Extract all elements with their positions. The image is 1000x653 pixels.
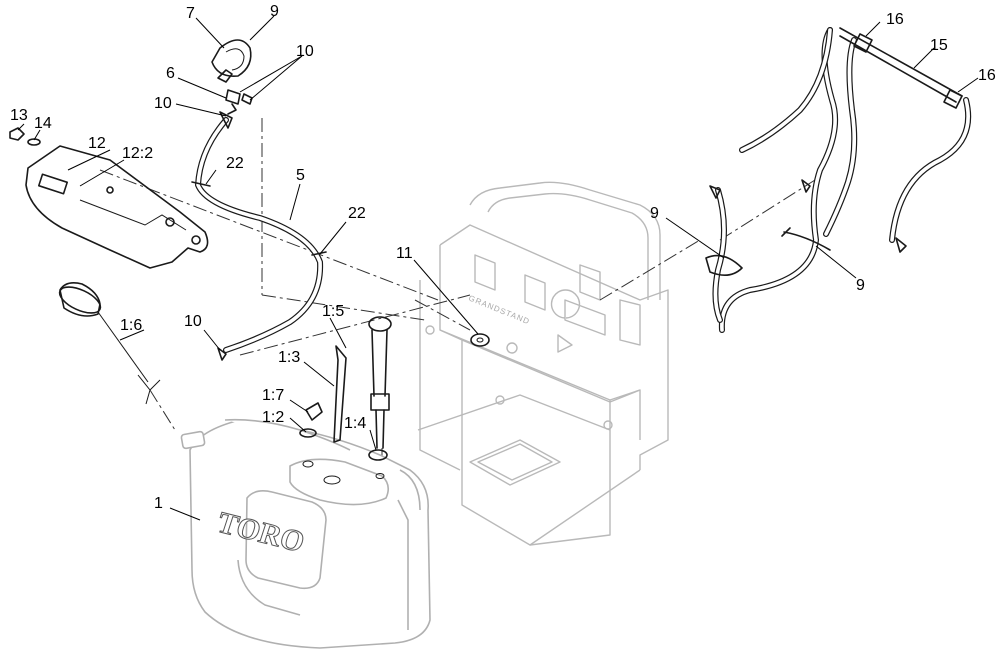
callout-6: 6 xyxy=(166,65,175,82)
callout-15: 15 xyxy=(930,37,948,54)
vent-hoses xyxy=(705,27,972,333)
callout-10: 10 xyxy=(296,43,314,60)
hose-clamp xyxy=(311,251,327,256)
tank-fittings xyxy=(58,282,392,461)
fuel-tank: TORO xyxy=(180,418,431,649)
callout-16: 16 xyxy=(978,67,996,84)
vent-clamp xyxy=(943,89,963,109)
callout-9: 9 xyxy=(856,277,865,294)
callout-9: 9 xyxy=(270,3,279,20)
callout-16: 16 xyxy=(886,11,904,28)
callout-1-7: 1:7 xyxy=(262,387,284,404)
hose-clamp xyxy=(191,181,211,187)
callout-1: 1 xyxy=(154,495,163,512)
fuel-gauge xyxy=(368,316,392,449)
fuel-cap xyxy=(58,282,161,405)
callout-10: 10 xyxy=(184,313,202,330)
vent-assembly xyxy=(211,39,253,115)
callout-11: 11 xyxy=(396,245,413,262)
grommet xyxy=(299,428,317,438)
console-decal-text: GRANDSTAND xyxy=(467,294,531,327)
callout-13: 13 xyxy=(10,107,28,124)
callout-10: 10 xyxy=(154,95,172,112)
callout-1-2: 1:2 xyxy=(262,409,284,426)
shutoff-valve xyxy=(470,333,490,347)
vent-clamp xyxy=(853,33,873,53)
callout-9: 9 xyxy=(650,205,659,222)
callout-7: 7 xyxy=(186,5,195,22)
pickup-tube xyxy=(333,345,347,443)
callout-1-3: 1:3 xyxy=(278,349,300,366)
leader-lines xyxy=(17,15,979,521)
nut xyxy=(9,127,25,141)
assembly-lines xyxy=(99,118,816,485)
vent-tube xyxy=(839,27,963,103)
callout-22: 22 xyxy=(226,155,244,172)
sender-grommet xyxy=(368,449,388,461)
elbow-fitting xyxy=(305,402,323,421)
heat-shield xyxy=(9,127,209,269)
cable-tie xyxy=(705,254,743,276)
callout-12: 12 xyxy=(88,135,106,152)
callout-1-6: 1:6 xyxy=(120,317,142,334)
fuel-hose xyxy=(191,111,327,361)
mower-frame: GRANDSTAND xyxy=(417,181,669,546)
warning-decal xyxy=(37,173,69,195)
callout-labels: 7 9 10 6 10 13 14 12 12:2 22 5 22 11 1:6… xyxy=(10,3,996,512)
callout-1-5: 1:5 xyxy=(322,303,344,320)
callout-1-4: 1:4 xyxy=(344,415,366,432)
washer xyxy=(27,138,41,146)
callout-12-2: 12:2 xyxy=(122,145,153,162)
callout-5: 5 xyxy=(296,167,305,184)
cable-tie xyxy=(781,227,831,251)
callout-14: 14 xyxy=(34,115,52,132)
callout-22: 22 xyxy=(348,205,366,222)
